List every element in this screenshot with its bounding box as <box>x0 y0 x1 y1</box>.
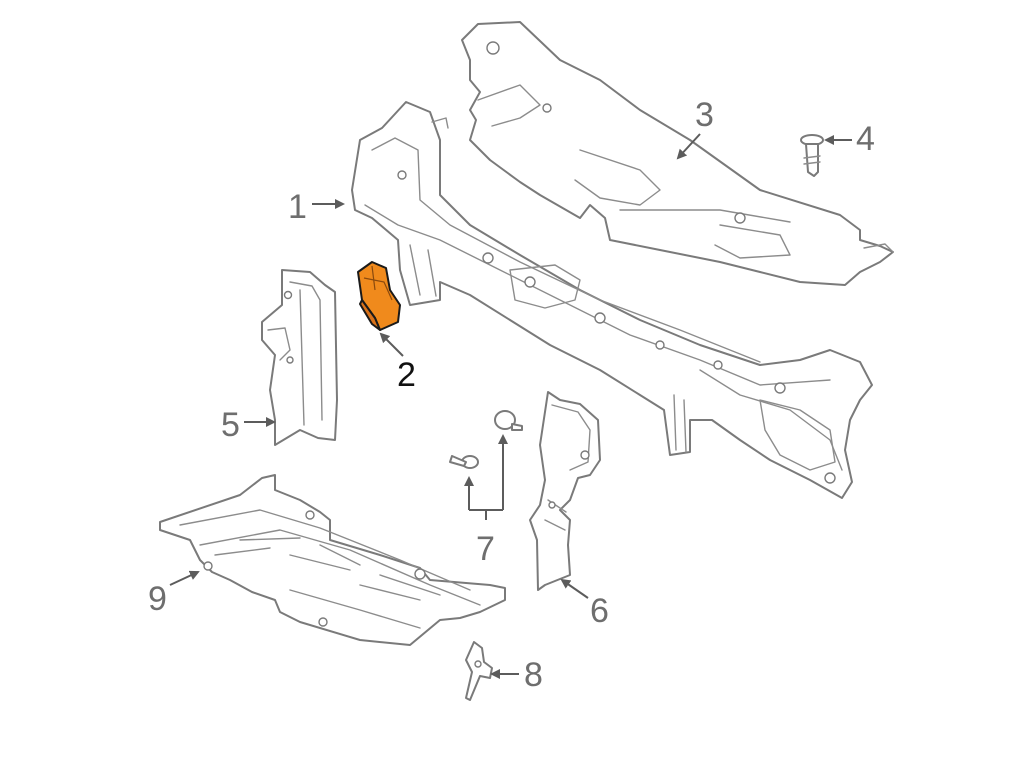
part-6-right-deflector <box>529 391 601 591</box>
callout-2: 2 <box>397 356 416 394</box>
leader-3 <box>676 133 701 160</box>
leader-6 <box>560 578 589 599</box>
part-1-radiator-support <box>351 101 873 499</box>
leader-9 <box>169 570 200 586</box>
callout-labels: 1 2 3 4 5 6 7 8 9 <box>148 96 875 694</box>
part-3-upper-cover <box>461 21 894 286</box>
part-9-splash-shield <box>159 474 506 646</box>
leader-lines <box>169 133 852 679</box>
part-7-fasteners <box>449 410 523 469</box>
callout-8: 8 <box>524 656 543 694</box>
callout-6: 6 <box>590 592 609 630</box>
callout-7: 7 <box>476 530 495 568</box>
callout-9: 9 <box>148 580 167 618</box>
part-5-left-deflector <box>261 269 338 446</box>
part-2-bracket-highlighted <box>357 261 401 331</box>
callout-5: 5 <box>221 406 240 444</box>
leader-7 <box>469 509 503 520</box>
callout-3: 3 <box>695 96 714 134</box>
part-4-push-clip <box>800 134 824 177</box>
part-8-small-bracket <box>465 641 493 701</box>
leader-2 <box>379 332 404 357</box>
callout-1: 1 <box>288 188 307 226</box>
callout-4: 4 <box>856 120 875 158</box>
